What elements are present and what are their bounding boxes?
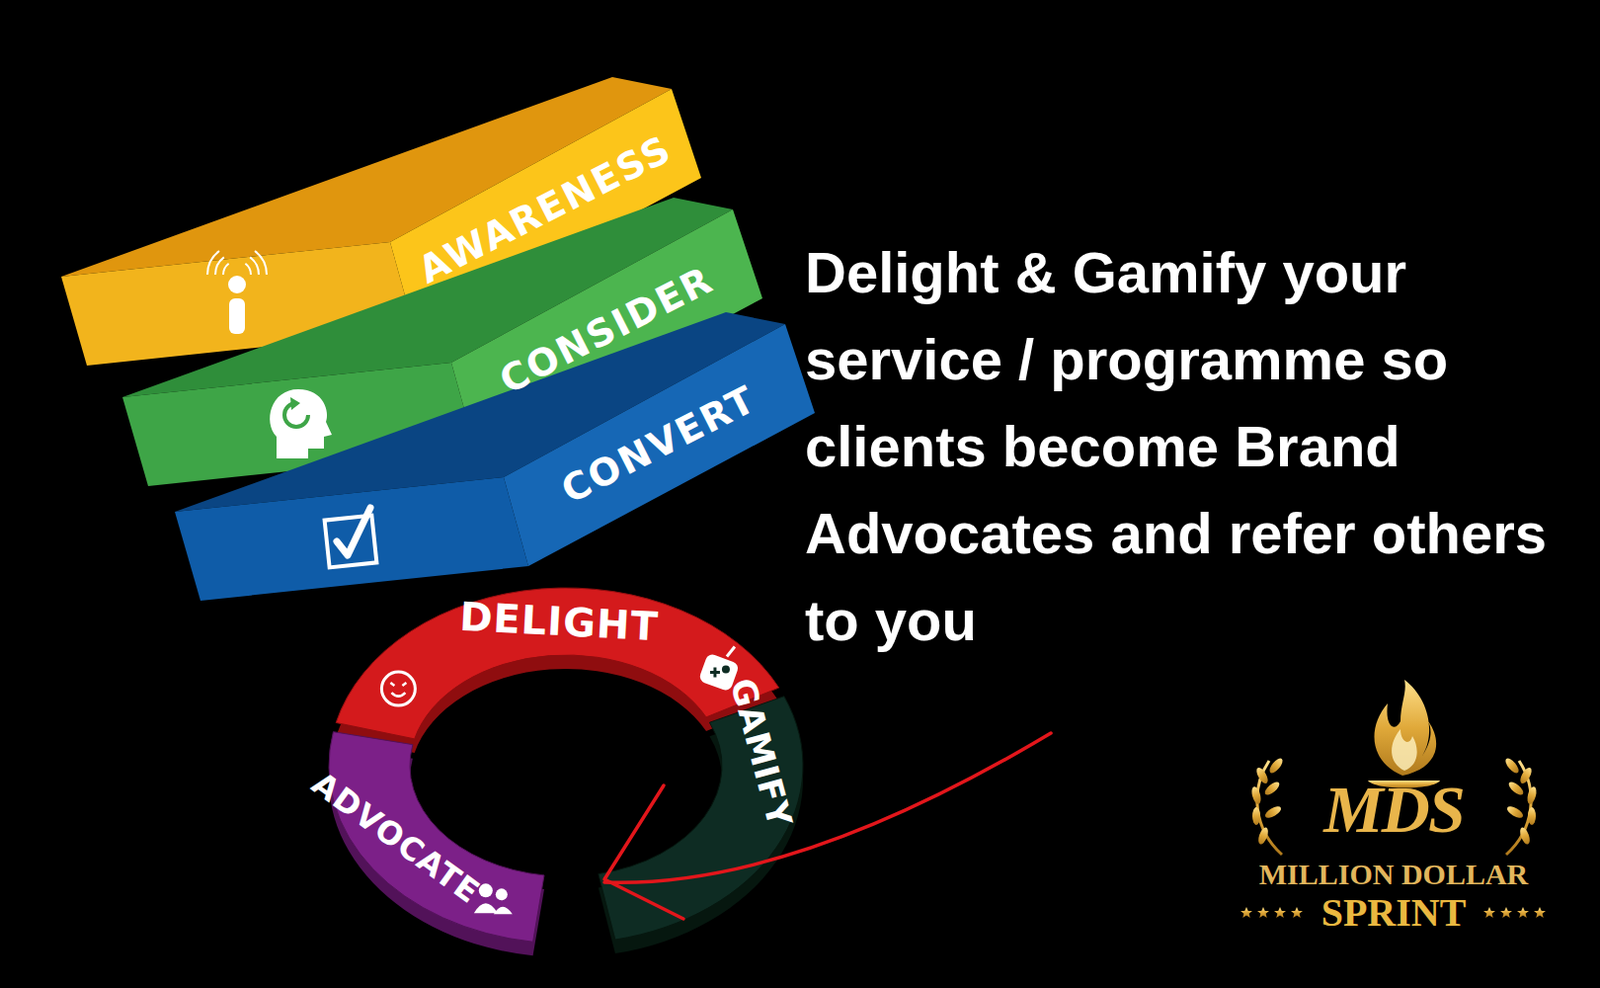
arrow-head — [604, 785, 684, 919]
band-left-face — [174, 477, 529, 601]
signal-arc — [223, 263, 230, 275]
right-laurel — [1503, 756, 1538, 855]
head-icon — [269, 389, 332, 459]
people-body — [493, 906, 513, 915]
arrow-line — [604, 732, 1051, 882]
robot-cross — [710, 667, 720, 678]
signal-arc — [249, 256, 259, 275]
robot-antenna — [726, 646, 735, 657]
statement-text: Delight & Gamify your service / programm… — [804, 229, 1566, 664]
band-shape — [172, 304, 825, 611]
signal-arc — [207, 250, 220, 275]
checkmark — [336, 507, 371, 556]
cycle-head — [290, 397, 301, 410]
people-head — [495, 887, 508, 900]
signal-arc — [244, 263, 251, 275]
flame-inner — [1391, 728, 1418, 771]
segment-face — [335, 587, 780, 739]
smiley-icon — [381, 671, 415, 706]
left-laurel — [1250, 756, 1285, 855]
icon-body — [229, 298, 245, 334]
logo-line: SPRINT — [1321, 890, 1467, 935]
smiley-mouth — [391, 692, 405, 697]
logo-mds: MDS — [1323, 773, 1463, 845]
people-body — [474, 902, 498, 913]
segment-face — [328, 731, 545, 943]
funnel-band: CONVERT — [172, 304, 825, 611]
smiley-eyes — [390, 682, 406, 686]
signal-arc — [215, 256, 225, 275]
band-right-face — [503, 323, 815, 566]
cycle-arrow — [284, 402, 309, 427]
robot-eye — [721, 665, 730, 674]
icon-head — [228, 275, 246, 294]
logo-line: MILLION DOLLAR — [1259, 857, 1529, 891]
flame — [1373, 679, 1437, 776]
signal-arc — [254, 250, 267, 275]
